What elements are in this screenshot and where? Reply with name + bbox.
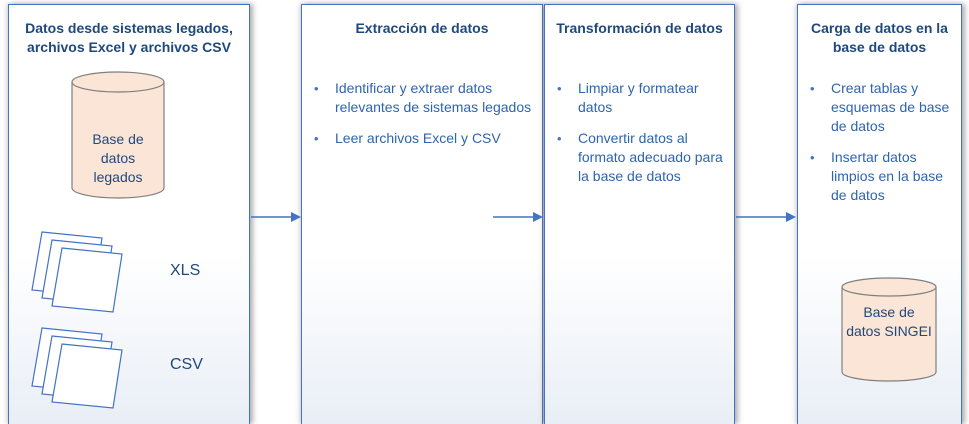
csv-file-label: CSV xyxy=(170,356,203,373)
stage-transformation-bullets: •Limpiar y formatear datos •Convertir da… xyxy=(550,79,734,198)
list-item: •Convertir datos al formato adecuado par… xyxy=(557,130,723,184)
legacy-database-cylinder-icon xyxy=(71,71,165,199)
bullet-dot-icon: • xyxy=(314,81,319,96)
bullet-dot-icon: • xyxy=(810,150,815,165)
stage-extraction-panel: Extracción de datos •Identificar y extra… xyxy=(301,4,543,424)
list-item: •Crear tablas y esquemas de base de dato… xyxy=(810,80,950,134)
list-item: •Leer archivos Excel y CSV xyxy=(314,130,501,146)
bullet-dot-icon: • xyxy=(810,81,815,96)
stage-load-title: Carga de datos en la base de datos xyxy=(811,20,948,55)
list-item: •Limpiar y formatear datos xyxy=(557,80,699,115)
stage-load-bullets: •Crear tablas y esquemas de base de dato… xyxy=(803,79,961,217)
stage-extraction-bullets: •Identificar y extraer datos relevantes … xyxy=(307,79,537,160)
stage-transformation-title: Transformación de datos xyxy=(556,20,723,36)
singei-database-cylinder-icon xyxy=(841,277,937,382)
bullet-dot-icon: • xyxy=(314,131,319,146)
bullet-dot-icon: • xyxy=(557,131,562,146)
legacy-database-label: Base de datos legados xyxy=(92,131,144,185)
stage-extraction-title: Extracción de datos xyxy=(355,20,489,36)
list-item: •Insertar datos limpios en la base de da… xyxy=(810,149,944,203)
singei-database-label: Base de datos SINGEI xyxy=(846,304,932,339)
stage-sources-title: Datos desde sistemas legados, archivos E… xyxy=(25,20,233,55)
xls-file-stack-icon xyxy=(31,231,123,313)
list-item: •Identificar y extraer datos relevantes … xyxy=(314,80,532,115)
bullet-dot-icon: • xyxy=(557,81,562,96)
stage-transformation-panel: Transformación de datos •Limpiar y forma… xyxy=(544,4,735,424)
xls-file-label: XLS xyxy=(170,262,201,279)
csv-file-stack-icon xyxy=(31,327,123,409)
